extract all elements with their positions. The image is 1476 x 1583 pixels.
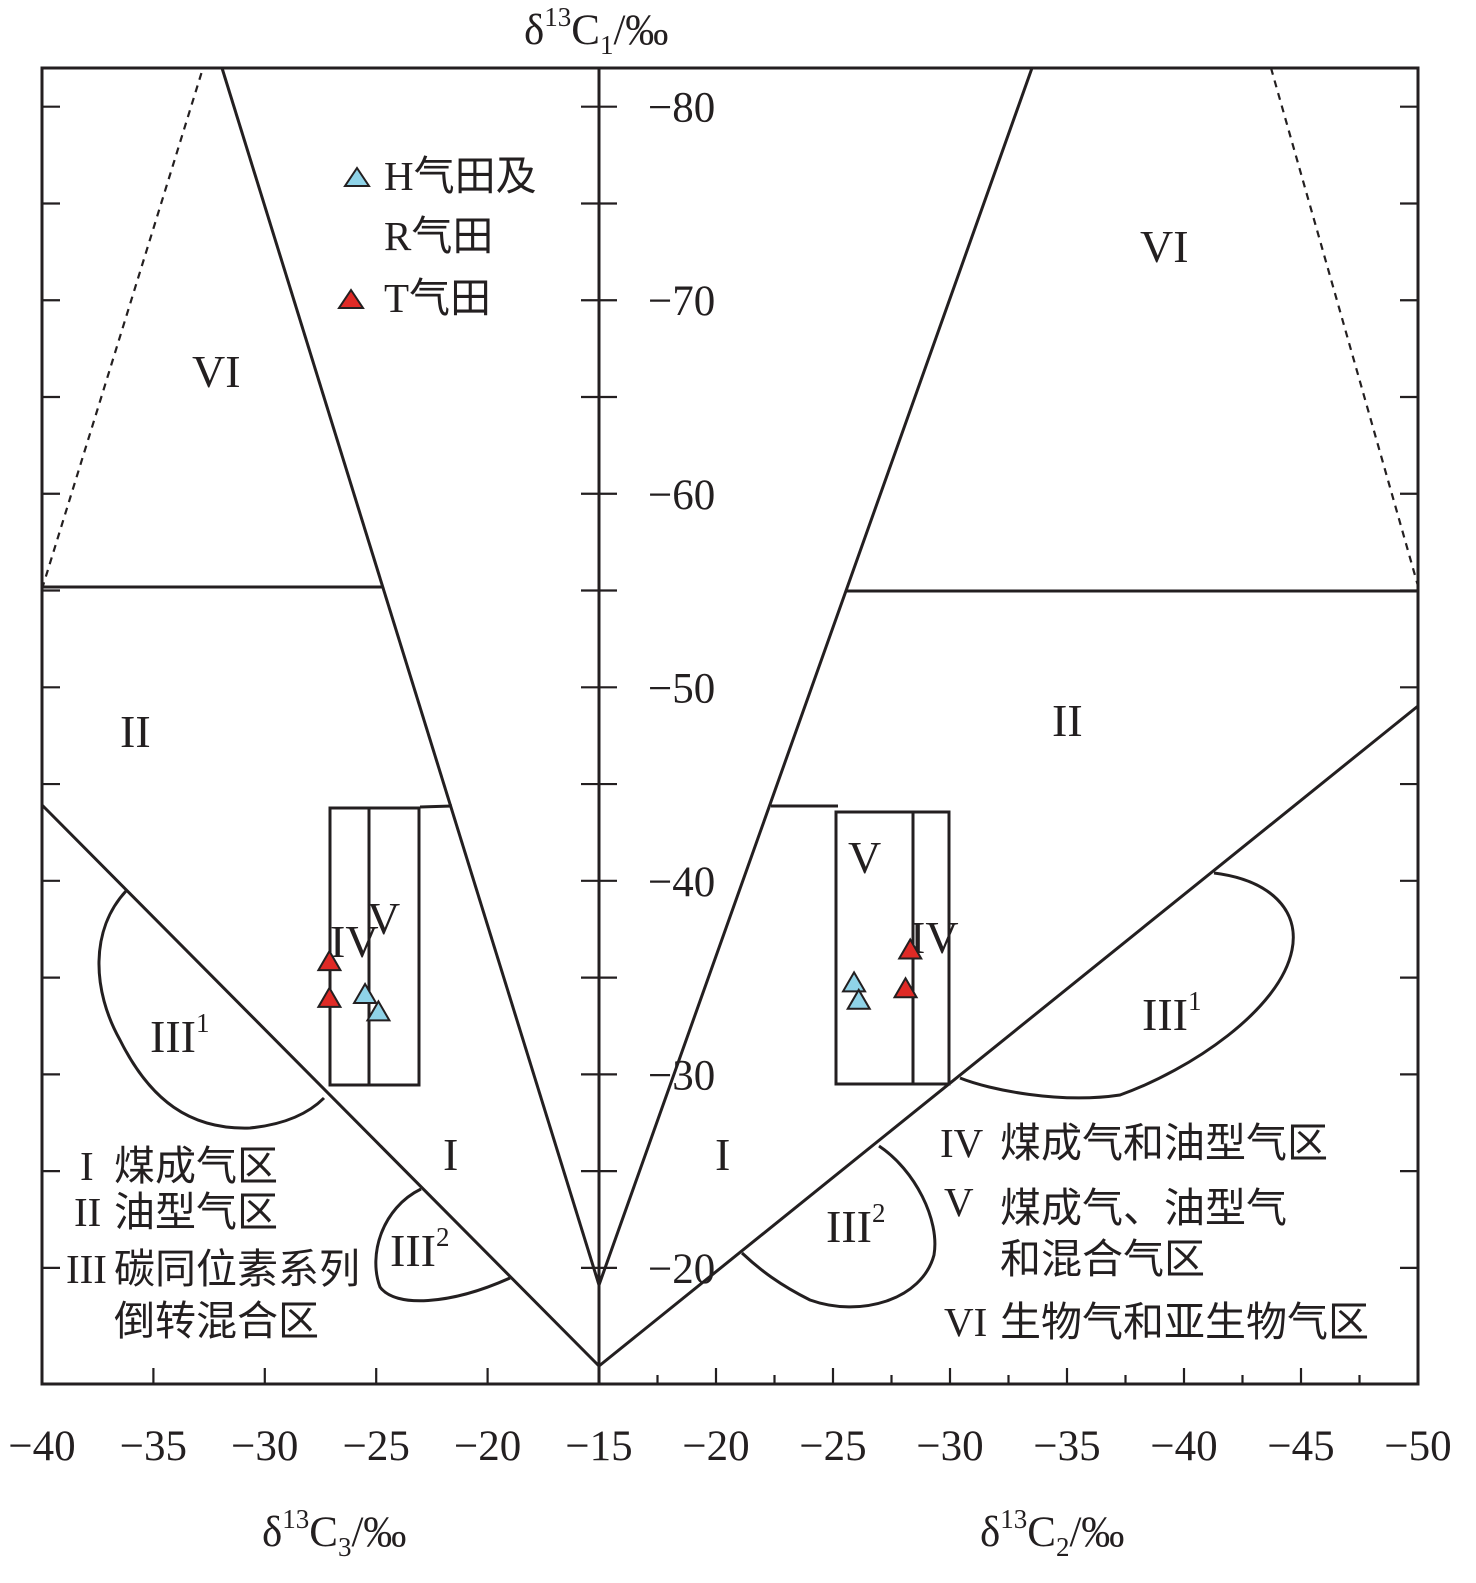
data-point-left-series-1 [316,985,343,1008]
x-tick-label-right: −30 [916,1423,983,1470]
legend-left-num-2: II [74,1189,101,1235]
zone-legend-left: I 煤成气区 II 油型气区 III 碳同位素系列 倒转混合区 [66,1143,360,1344]
y-tick-label: −80 [648,85,715,132]
zone-label-left-i: I [443,1129,458,1180]
zone-label-right-iii1: III1 [1142,986,1201,1040]
x-tick-label-right: −25 [799,1423,866,1470]
legend-right-text-1: 煤成气和油型气区 [1000,1120,1328,1166]
x-tick-label-right: −20 [682,1423,749,1470]
legend-left-text-1: 煤成气区 [114,1143,278,1189]
zone-label-left-vi: VI [192,346,241,397]
x-tick-label-left: −25 [343,1423,410,1470]
zone-label-left-ii: II [120,706,151,757]
legend-right-text-3b: 生物气和亚生物气区 [1000,1299,1369,1345]
left-iv-box [328,806,421,1087]
legend-right-num-1: IV [940,1120,984,1166]
zone-label-left-iii2: III2 [390,1222,449,1276]
left-iii2-curve [374,1187,511,1303]
x-tick-label-left: −35 [120,1423,187,1470]
right-iii1-curve [959,871,1295,1100]
left-zone-boundaries [40,67,601,1368]
x-tick-label-left: −20 [454,1423,521,1470]
y-tick-label: −40 [648,859,715,906]
left-diagonal-line [40,803,601,1368]
x-tick-label-right: −45 [1267,1423,1334,1470]
x-tick-label-left: −15 [565,1423,632,1470]
zone-label-right-i: I [715,1129,730,1180]
data-point-right-series-0 [846,987,872,1010]
y-tick-label: −50 [648,665,715,712]
right-x-axis-title: δ13C2/‰ [980,1504,1124,1562]
legend-right-text-2: 煤成气、油型气 [1000,1185,1287,1231]
x-tick-label-left: −30 [231,1423,298,1470]
legend-left-text-2: 油型气区 [114,1189,278,1235]
legend-left-num-1: I [80,1143,94,1189]
legend-right-num-3: VI [944,1299,987,1345]
legend-marker-hr [343,166,371,187]
data-point-left-series-1 [316,949,343,972]
legend-right-text-3: 和混合气区 [1000,1236,1205,1282]
data-point-left-series-0 [365,999,392,1022]
zone-label-left-iv: IV [330,916,379,967]
data-point-left-series-0 [352,982,378,1005]
right-zone-boundaries [597,67,1420,1368]
series-legend: H气田及 R气田 T气田 [337,153,537,321]
zone-label-left-v: V [367,893,400,944]
legend-left-text-4: 倒转混合区 [114,1298,319,1344]
legend-marker-t [337,288,365,309]
right-steep-line [597,67,1034,1286]
left-short-ledge [419,804,453,809]
zone-label-right-vi: VI [1140,221,1189,272]
x-tick-label-right: −50 [1384,1423,1451,1470]
zone-labels: VI II IV V III1 I III2 VI II V IV III1 I… [120,221,1201,1276]
zone-label-right-ii: II [1052,695,1083,746]
data-points [316,937,923,1022]
y-tick-label: −60 [648,472,715,519]
zone-legend-right: IV 煤成气和油型气区 V 煤成气、油型气 和混合气区 VI 生物气和亚生物气区 [940,1120,1369,1345]
plot-frame [40,66,1420,1386]
legend-right-num-2: V [944,1179,974,1225]
left-iii1-curve [97,889,326,1130]
left-steep-line [220,67,601,1286]
legend-label-hr-line2: R气田 [384,213,493,259]
right-diagonal-line [598,704,1419,1368]
y-tick-label: −70 [648,278,715,325]
x-tick-label-right: −40 [1150,1423,1217,1470]
legend-label-hr-line1: H气田及 [384,153,537,199]
zone-label-left-iii1: III1 [150,1008,209,1062]
data-point-right-series-1 [897,937,923,960]
x-tick-label-right: −35 [1033,1423,1100,1470]
y-tick-label: −30 [648,1052,715,1099]
y-tick-label: −20 [648,1246,715,1293]
data-point-right-series-1 [892,976,919,999]
zone-label-right-v: V [848,832,881,883]
x-tick-label-left: −40 [8,1423,75,1470]
data-point-right-series-0 [841,970,867,993]
left-x-axis-title: δ13C3/‰ [262,1504,406,1562]
top-axis-title: δ13C1/‰ [524,2,668,60]
legend-label-t: T气田 [384,275,491,321]
axis-ticks: −80−70−60−50−40−30−20−40−35−30−25−20−15−… [8,85,1451,1470]
legend-left-num-3: III [66,1246,107,1292]
left-vi-dashed-line [40,67,205,590]
legend-left-text-3: 碳同位素系列 [114,1246,360,1292]
zone-label-right-iii2: III2 [826,1198,885,1252]
right-vi-dashed-line [1269,67,1420,587]
right-iii2-curve [740,1144,937,1309]
right-iv-box [834,810,951,1086]
